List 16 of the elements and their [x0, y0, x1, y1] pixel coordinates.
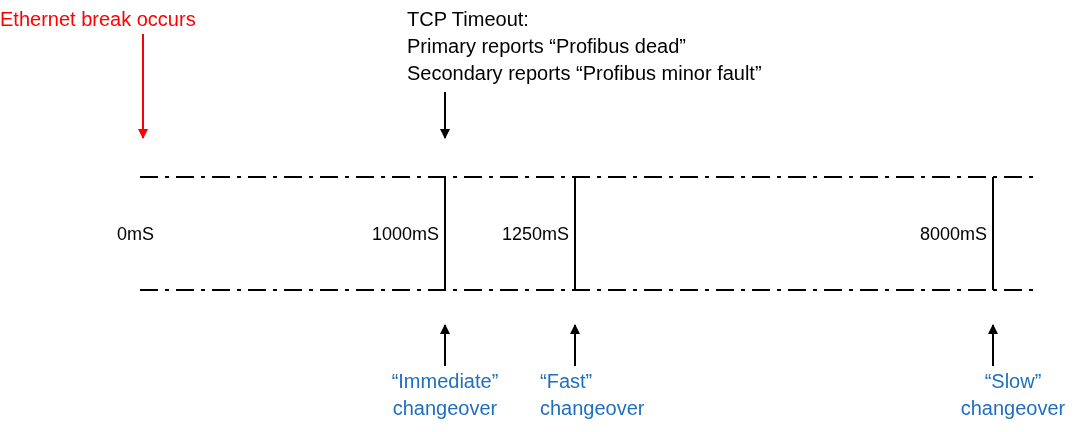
- arrow: [988, 324, 998, 367]
- arrow: [138, 33, 148, 139]
- event-note-text: Primary reports “Profibus dead”: [407, 34, 687, 59]
- arrow: [570, 324, 580, 367]
- event-note-text: Ethernet break occurs: [0, 7, 197, 32]
- event-note-text: TCP Timeout:: [407, 7, 530, 32]
- time-label: 1250mS: [502, 223, 570, 246]
- arrow: [440, 324, 450, 367]
- time-label: 1000mS: [372, 223, 440, 246]
- time-label: 8000mS: [920, 223, 988, 246]
- arrow: [440, 91, 450, 139]
- changeover-note-text: “Immediate” changeover: [390, 369, 500, 421]
- changeover-note-text: “Fast” changeover: [540, 369, 646, 421]
- changeover-note-text: “Slow” changeover: [959, 369, 1067, 421]
- event-note-text: Secondary reports “Profibus minor fault”: [407, 61, 763, 86]
- time-label: 0mS: [117, 223, 154, 246]
